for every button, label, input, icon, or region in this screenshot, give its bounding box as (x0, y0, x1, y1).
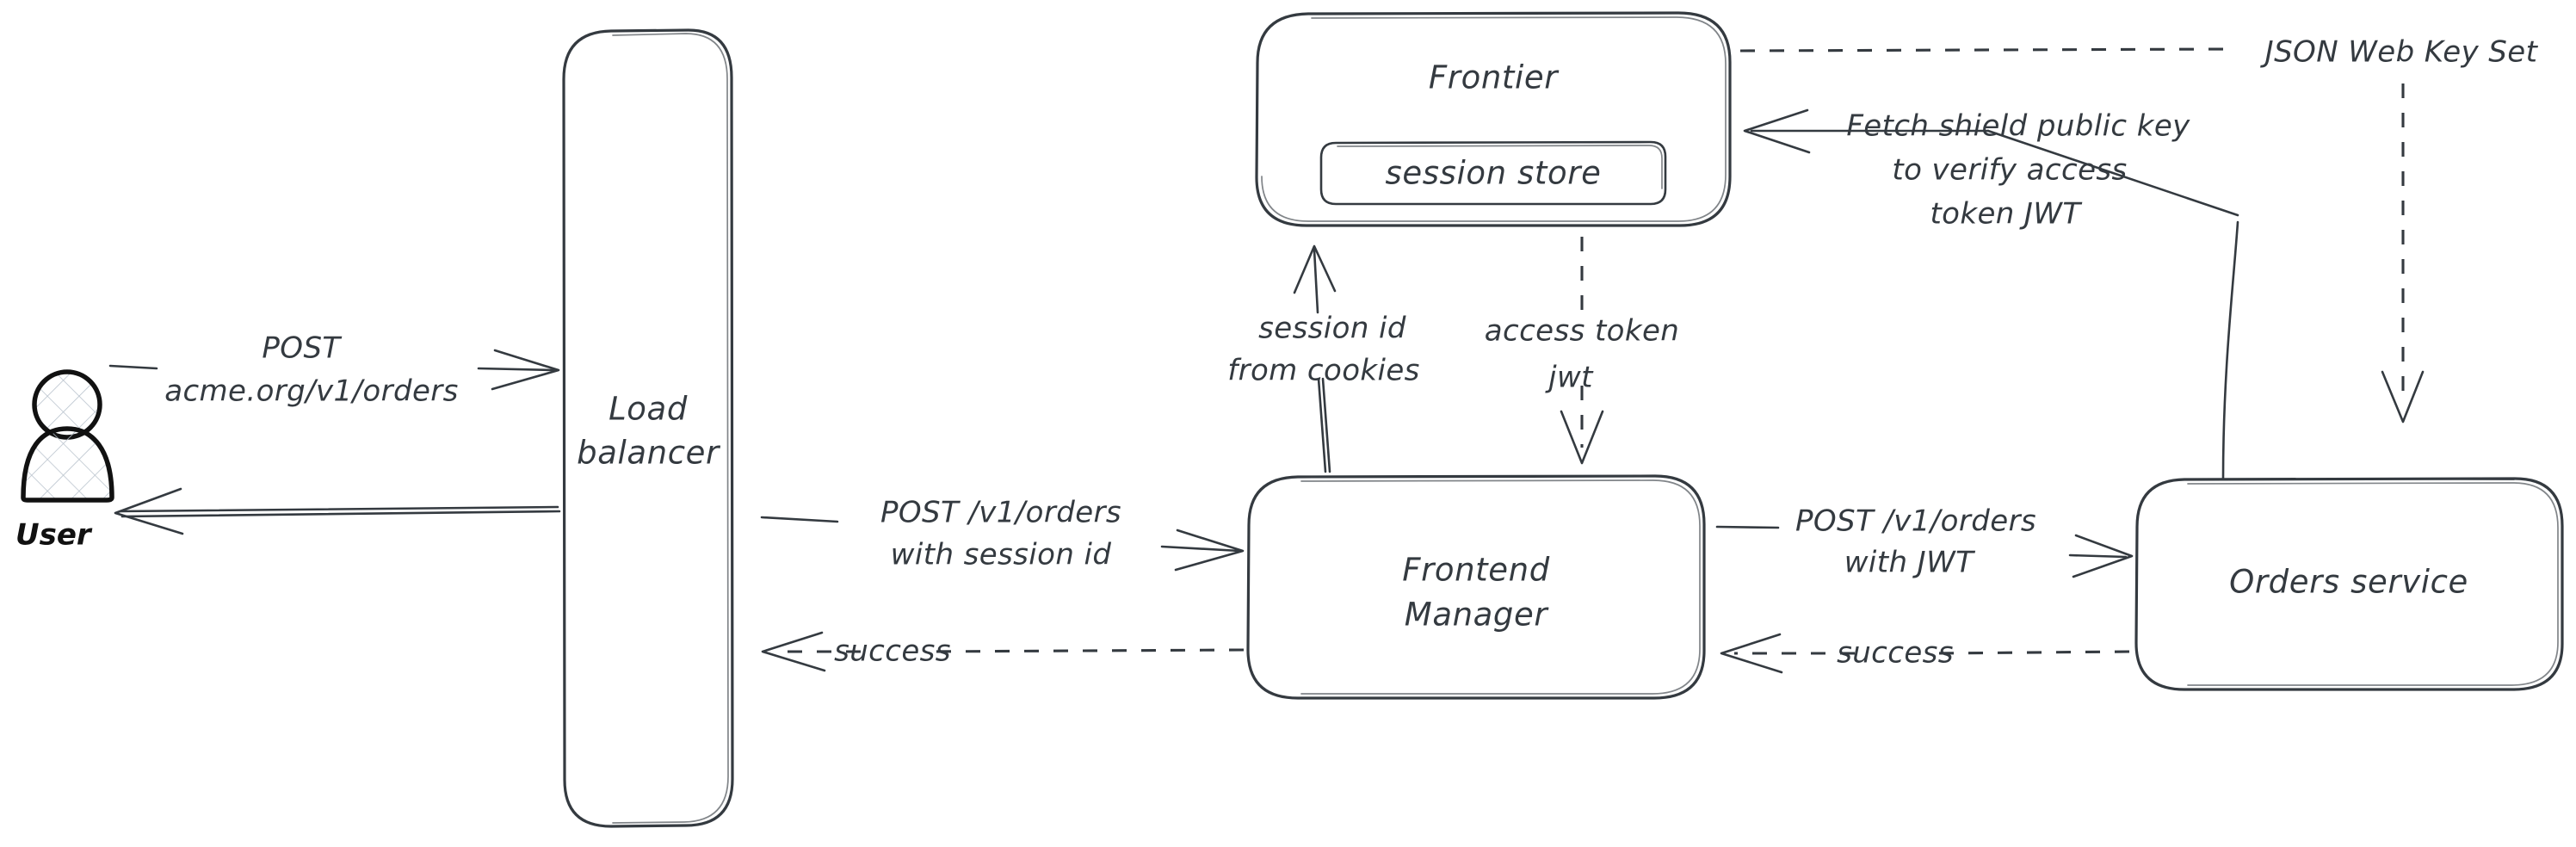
frontend-manager-shape (1246, 474, 1706, 700)
edge-label-access-token: access token (1485, 314, 1679, 349)
load-balancer-sketch-overlay (612, 33, 729, 824)
edge-orders-fm-arrowhead (1720, 633, 1783, 674)
edge-fm-lb-arrowhead (761, 631, 826, 672)
edge-label-session-id: session id (1258, 312, 1406, 346)
edge-fm-orders-arrowhead (2072, 534, 2134, 578)
session-store-shape (1319, 140, 1667, 206)
node-user[interactable]: User (15, 369, 114, 553)
edge-label-jwks: JSON Web Key Set (2260, 35, 2539, 70)
edge-fm-lb-dashed-right (924, 648, 1245, 653)
session-store-sketch-overlay (1337, 145, 1663, 189)
edge-frontier-to-frontend-manager: access token jwt (1485, 237, 1679, 465)
edge-user-lb-stub (108, 364, 158, 370)
edge-orders-frontier-arrowhead (1743, 108, 1811, 154)
user-body-icon (21, 426, 114, 503)
edge-jwks-arrowhead (2381, 370, 2425, 424)
edge-orders-frontier-diag (1986, 129, 2239, 217)
load-balancer-label-line2: balancer (577, 435, 721, 472)
edge-load-balancer-to-user (114, 487, 561, 535)
edge-label-from-cookies: from cookies (1227, 354, 1420, 388)
edge-user-to-load-balancer: POST acme.org/v1/orders (108, 331, 560, 409)
orders-service-label: Orders service (2229, 564, 2468, 601)
edge-label-success-orders: success (1837, 636, 1954, 671)
edge-orders-service-to-frontier: Fetch shield public key to verify access… (1743, 108, 2239, 480)
edge-label-post-v1-orders-session: POST /v1/orders (880, 496, 1121, 530)
edge-lb-fm-stub (760, 516, 839, 523)
edge-fm-frontier-lower2 (1321, 377, 1331, 473)
load-balancer-shape (562, 28, 734, 828)
user-node-label: User (15, 518, 93, 553)
edge-frontend-manager-to-frontier: session id from cookies (1227, 244, 1420, 473)
edge-jwks-dashed-horiz (1739, 47, 2230, 53)
node-orders-service[interactable]: Orders service (2134, 477, 2564, 691)
edge-label-with-session-id: with session id (891, 538, 1112, 572)
frontend-manager-sketch-overlay (1300, 479, 1701, 695)
edge-label-post: POST (262, 331, 342, 366)
edge-lb-user-arrowhead (114, 487, 184, 535)
frontier-label: Frontier (1429, 59, 1560, 96)
orders-service-sketch-overlay (2187, 482, 2559, 686)
edge-load-balancer-to-frontend-manager: POST /v1/orders with session id (760, 496, 1245, 572)
edge-lb-user-line (119, 505, 559, 513)
edge-fm-frontier-upper (1313, 248, 1319, 314)
node-load-balancer[interactable]: Load balancer (562, 28, 734, 828)
node-session-store[interactable]: session store (1319, 140, 1667, 206)
edge-lb-user-line2 (120, 510, 561, 518)
node-frontier[interactable]: Frontier session store (1255, 11, 1732, 227)
edge-label-with-jwt: with JWT (1844, 546, 1975, 580)
edge-orders-service-to-frontend-manager: success (1720, 633, 2130, 674)
edge-label-fetch-key-line1: Fetch shield public key (1846, 109, 2190, 144)
edge-label-post-url: acme.org/v1/orders (164, 374, 459, 409)
edge-label-fetch-key-line3: token JWT (1930, 197, 2082, 232)
edge-frontend-manager-to-orders-service: POST /v1/orders with JWT (1715, 504, 2134, 580)
edge-fm-orders-stub (1715, 525, 1780, 529)
edge-lb-fm-arrowhead (1174, 529, 1245, 572)
edge-user-lb-line (477, 367, 557, 372)
frontier-sketch-overlay (1261, 16, 1727, 222)
edge-orders-frontier-curve (2221, 220, 2239, 480)
edge-fm-frontier-lower (1317, 377, 1327, 473)
edge-frontier-to-orders-service-jwks: JSON Web Key Set (1739, 35, 2539, 424)
frontend-manager-label-line1: Frontend (1402, 552, 1550, 589)
node-frontend-manager[interactable]: Frontend Manager (1246, 474, 1706, 700)
edge-fm-frontier-arrowhead (1293, 244, 1337, 294)
edge-lb-fm-line (1160, 545, 1241, 553)
edge-label-fetch-key-line2: to verify access (1892, 153, 2127, 188)
edge-orders-fm-dashed-right (1936, 650, 2130, 655)
edge-label-jwt: jwt (1545, 361, 1594, 395)
edge-frontend-manager-to-load-balancer: success (761, 631, 1245, 672)
edge-user-lb-arrowhead (491, 349, 560, 391)
edge-fm-orders-line (2068, 553, 2128, 559)
session-store-label: session store (1386, 155, 1602, 192)
load-balancer-label-line1: Load (608, 391, 688, 428)
edge-label-post-v1-orders-jwt: POST /v1/orders (1795, 504, 2036, 539)
edge-frontier-fm-arrowhead (1560, 410, 1604, 465)
orders-service-shape (2134, 477, 2564, 691)
edge-label-success-lb: success (834, 634, 951, 669)
frontend-manager-label-line2: Manager (1405, 597, 1550, 634)
